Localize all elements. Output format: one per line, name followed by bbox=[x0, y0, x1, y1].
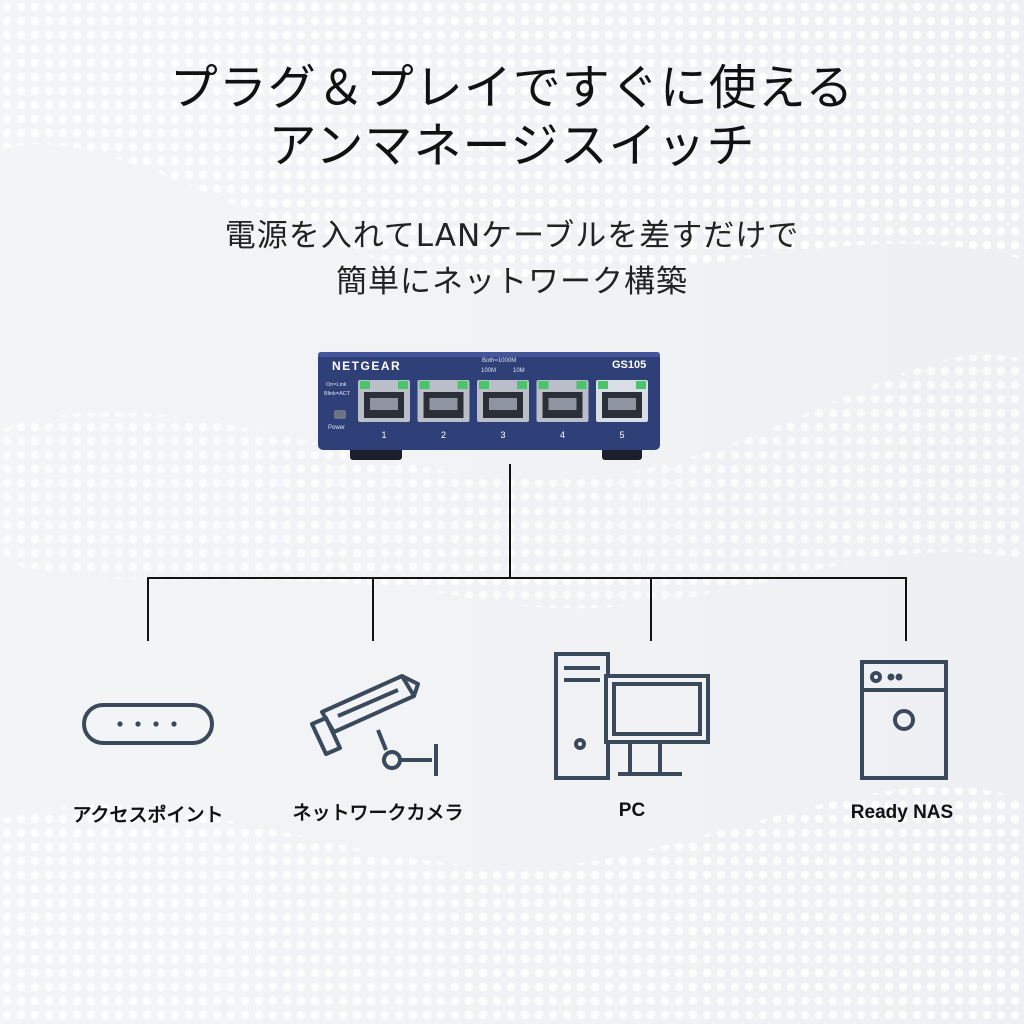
nas-icon bbox=[860, 660, 948, 780]
network-camera-icon bbox=[310, 674, 438, 776]
led-legend-2: Blink=ACT bbox=[324, 391, 351, 397]
speed-legend-100: 100M bbox=[481, 368, 496, 374]
ethernet-port-4: 4 bbox=[536, 380, 589, 440]
speed-legend-top: Both=1000M bbox=[482, 358, 516, 364]
port-led bbox=[457, 381, 468, 389]
port-led bbox=[419, 381, 430, 389]
access-point-icon bbox=[82, 703, 214, 745]
port-led bbox=[360, 381, 370, 389]
port-number-label: 5 bbox=[619, 430, 624, 440]
subheadline-line-1: 電源を入れてLANケーブルを差すだけで bbox=[224, 218, 800, 254]
device-label-pc: PC bbox=[618, 800, 646, 821]
speed-legend-10: 10M bbox=[513, 368, 525, 374]
ethernet-port-2: 2 bbox=[417, 380, 470, 440]
device-label-access-point: アクセスポイント bbox=[72, 805, 224, 826]
device-label-network-camera: ネットワークカメラ bbox=[292, 803, 464, 824]
port-number-label: 4 bbox=[560, 430, 565, 440]
port-led bbox=[598, 381, 608, 389]
port-led bbox=[576, 381, 587, 389]
ethernet-port-3: 3 bbox=[477, 380, 529, 440]
headline-line-2: アンマネージスイッチ bbox=[268, 118, 756, 174]
port-led bbox=[479, 381, 489, 389]
port-led bbox=[538, 381, 549, 389]
ethernet-port-1: 1 bbox=[358, 380, 410, 440]
port-number-label: 3 bbox=[500, 430, 505, 440]
port-led bbox=[398, 381, 408, 389]
port-number-label: 2 bbox=[441, 430, 446, 440]
ethernet-port-5: 5 bbox=[596, 380, 648, 440]
network-switch: NETGEAR Both=1000M 100M 10M GS105 On=Lin… bbox=[318, 352, 660, 460]
led-legend-1: On=Link bbox=[326, 382, 347, 388]
port-led bbox=[517, 381, 527, 389]
switch-model: GS105 bbox=[612, 359, 646, 371]
device-label-nas: Ready NAS bbox=[850, 802, 954, 823]
port-led bbox=[636, 381, 646, 389]
power-led bbox=[334, 410, 346, 419]
switch-brand: NETGEAR bbox=[332, 359, 401, 373]
pc-icon bbox=[554, 652, 710, 780]
headline-line-1: プラグ＆プレイですぐに使える bbox=[169, 60, 855, 116]
port-number-label: 1 bbox=[381, 430, 386, 440]
power-label: Power bbox=[328, 425, 345, 431]
subheadline-line-2: 簡単にネットワーク構築 bbox=[336, 264, 688, 300]
